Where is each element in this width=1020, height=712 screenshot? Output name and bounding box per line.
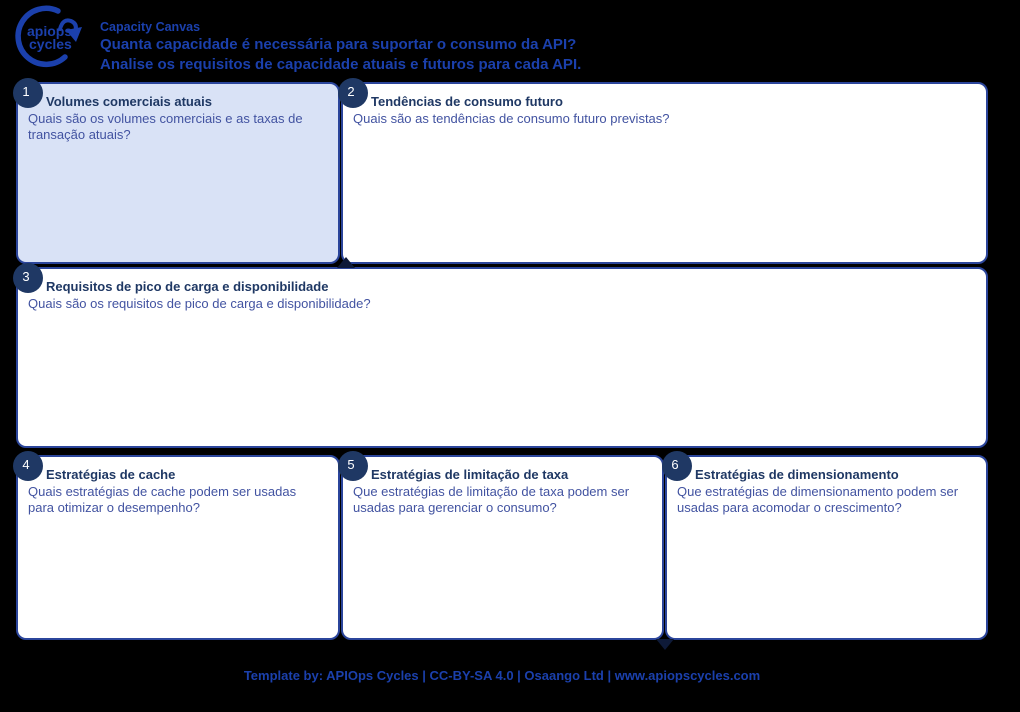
- cell-question: Quais estratégias de cache podem ser usa…: [28, 484, 297, 515]
- cell-estrategias-dimensionamento: 6 Estratégias de dimensionamento Que est…: [662, 451, 988, 640]
- template-credit: Template by: APIOps Cycles | CC-BY-SA 4.…: [243, 668, 761, 683]
- cell-question: Quais são as tendências de consumo futur…: [353, 111, 670, 126]
- cell-title: Tendências de consumo futuro: [371, 94, 563, 109]
- cell-title: Volumes comerciais atuais: [46, 94, 212, 109]
- cell-title: Estratégias de dimensionamento: [695, 467, 899, 482]
- cell-number-badge: 2: [338, 78, 368, 108]
- canvas-question: Quanta capacidade é necessária para supo…: [100, 36, 577, 53]
- cell-title: Requisitos de pico de carga e disponibil…: [46, 279, 329, 294]
- connector-arrow-up-icon: [337, 257, 355, 268]
- cell-question: Quais são os volumes comerciais e as tax…: [28, 111, 303, 142]
- cell-title: Estratégias de limitação de taxa: [371, 467, 569, 482]
- cell-number-badge: 4: [13, 451, 43, 481]
- cell-number-badge: 3: [13, 263, 43, 293]
- cell-number-badge: 6: [662, 451, 692, 481]
- canvas-name: Capacity Canvas: [100, 20, 201, 34]
- canvas-instruction: Analise os requisitos de capacidade atua…: [100, 56, 582, 73]
- cell-title: Estratégias de cache: [46, 467, 176, 482]
- logo-word-apiops: apiops: [27, 23, 72, 39]
- cell-tendencias-consumo-futuro: 2 Tendências de consumo futuro Quais são…: [338, 78, 988, 264]
- logo-word-cycles: cycles: [29, 36, 72, 52]
- cell-question: Que estratégias de dimensionamento podem…: [677, 484, 959, 515]
- cell-question: Quais são os requisitos de pico de carga…: [28, 296, 371, 311]
- cell-question: Que estratégias de limitação de taxa pod…: [353, 484, 630, 515]
- cell-estrategias-limitacao-taxa: 5 Estratégias de limitação de taxa Que e…: [338, 451, 664, 640]
- cell-volumes-comerciais-atuais: 1 Volumes comerciais atuais Quais são os…: [13, 78, 340, 264]
- cell-number-badge: 5: [338, 451, 368, 481]
- connector-arrow-down-icon: [656, 639, 674, 650]
- cell-requisitos-pico-carga: 3 Requisitos de pico de carga e disponib…: [13, 263, 988, 448]
- apiops-cycles-logo: apiops cycles: [15, 5, 82, 68]
- cell-number-badge: 1: [13, 78, 43, 108]
- cell-estrategias-cache: 4 Estratégias de cache Quais estratégias…: [13, 451, 340, 640]
